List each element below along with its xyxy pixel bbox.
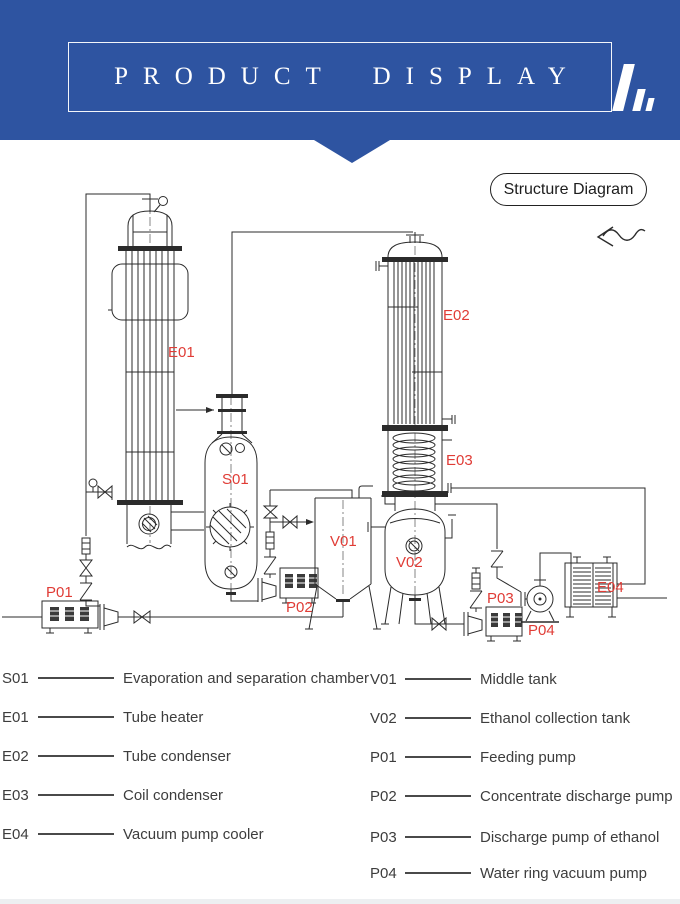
legend-row: E01 Tube heater [2, 707, 203, 727]
legend-desc: Feeding pump [480, 748, 576, 766]
legend-row: P04 Water ring vacuum pump [370, 863, 647, 883]
legend-line [405, 756, 471, 758]
legend-row: S01 Evaporation and separation chamber [2, 668, 369, 688]
legend-desc: Coil condenser [123, 786, 224, 804]
separation-chamber-s01: S01 [176, 394, 258, 595]
legend-desc: Middle tank [480, 670, 557, 688]
legend-row: E04 Vacuum pump cooler [2, 824, 264, 844]
squiggle-arrow-icon [596, 226, 646, 247]
legend-desc: Evaporation and separation chamber [123, 669, 369, 687]
legend-line [38, 794, 114, 796]
tag-v01: V01 [330, 533, 357, 550]
legend-desc: Tube condenser [123, 747, 231, 765]
tag-s01: S01 [222, 471, 249, 488]
legend-code: S01 [2, 669, 29, 687]
legend-line [38, 716, 114, 718]
tag-e03: E03 [446, 452, 473, 469]
legend-row: E02 Tube condenser [2, 746, 231, 766]
legend-code: V01 [370, 670, 397, 688]
tube-condenser-e02: E02 [375, 234, 470, 431]
legend-code: E04 [2, 825, 29, 843]
legend-code: P04 [370, 864, 397, 882]
legend-code: P03 [370, 828, 397, 846]
legend-code: E02 [2, 747, 29, 765]
legend-line [405, 795, 471, 797]
tag-p02: P02 [286, 599, 313, 616]
tag-p03: P03 [487, 590, 514, 607]
vacuum-pump-p04: P04 [490, 550, 559, 639]
legend-line [405, 678, 471, 680]
structure-diagram-label: Structure Diagram [490, 173, 647, 206]
legend-line [405, 872, 471, 874]
tag-p04: P04 [528, 622, 555, 639]
header-banner: PRODUCT DISPLAY [0, 0, 680, 140]
feeding-pump-p01: P01 [41, 478, 151, 634]
legend-row: P02 Concentrate discharge pump [370, 786, 673, 806]
banner-pointer [314, 140, 390, 163]
ethanol-tank-v02: V02 [367, 495, 456, 632]
legend-row: P01 Feeding pump [370, 747, 576, 767]
legend-line [38, 833, 114, 835]
legend-code: P02 [370, 787, 397, 805]
legend-desc: Tube heater [123, 708, 204, 726]
coil-condenser-e03: E03 [382, 431, 473, 497]
ethanol-pump-p03: P03 [463, 567, 523, 642]
tube-heater-e01: E01 [108, 196, 195, 550]
legend-line [38, 755, 114, 757]
legend-row: V02 Ethanol collection tank [370, 708, 630, 728]
legend-row: V01 Middle tank [370, 669, 557, 689]
tag-e02: E02 [443, 307, 470, 324]
legend-code: P01 [370, 748, 397, 766]
legend-desc: Water ring vacuum pump [480, 864, 648, 882]
tag-p01: P01 [46, 584, 73, 601]
legend-desc: Discharge pump of ethanol [480, 828, 660, 846]
page-title: PRODUCT DISPLAY [114, 63, 581, 90]
legend-desc: Ethanol collection tank [480, 709, 631, 727]
concentrate-pump-p02: P02 [257, 490, 319, 616]
legend-line [38, 677, 114, 679]
section-divider [0, 899, 680, 904]
title-frame: PRODUCT DISPLAY [68, 42, 612, 112]
legend-desc: Concentrate discharge pump [480, 787, 673, 805]
tag-e01: E01 [168, 344, 195, 361]
tag-v02: V02 [396, 554, 423, 571]
legend-row: E03 Coil condenser [2, 785, 223, 805]
legend-code: E03 [2, 786, 29, 804]
vacuum-cooler-e04: E04 [564, 556, 624, 618]
legend-code: V02 [370, 709, 397, 727]
pipe-network [2, 193, 667, 625]
tag-e04: E04 [597, 579, 624, 596]
legend-row: P03 Discharge pump of ethanol [370, 827, 659, 847]
legend-code: E01 [2, 708, 29, 726]
legend-line [405, 717, 471, 719]
middle-tank-v01: V01 [305, 485, 381, 630]
legend-desc: Vacuum pump cooler [123, 825, 264, 843]
centerlines [149, 200, 416, 618]
legend-line [405, 836, 471, 838]
